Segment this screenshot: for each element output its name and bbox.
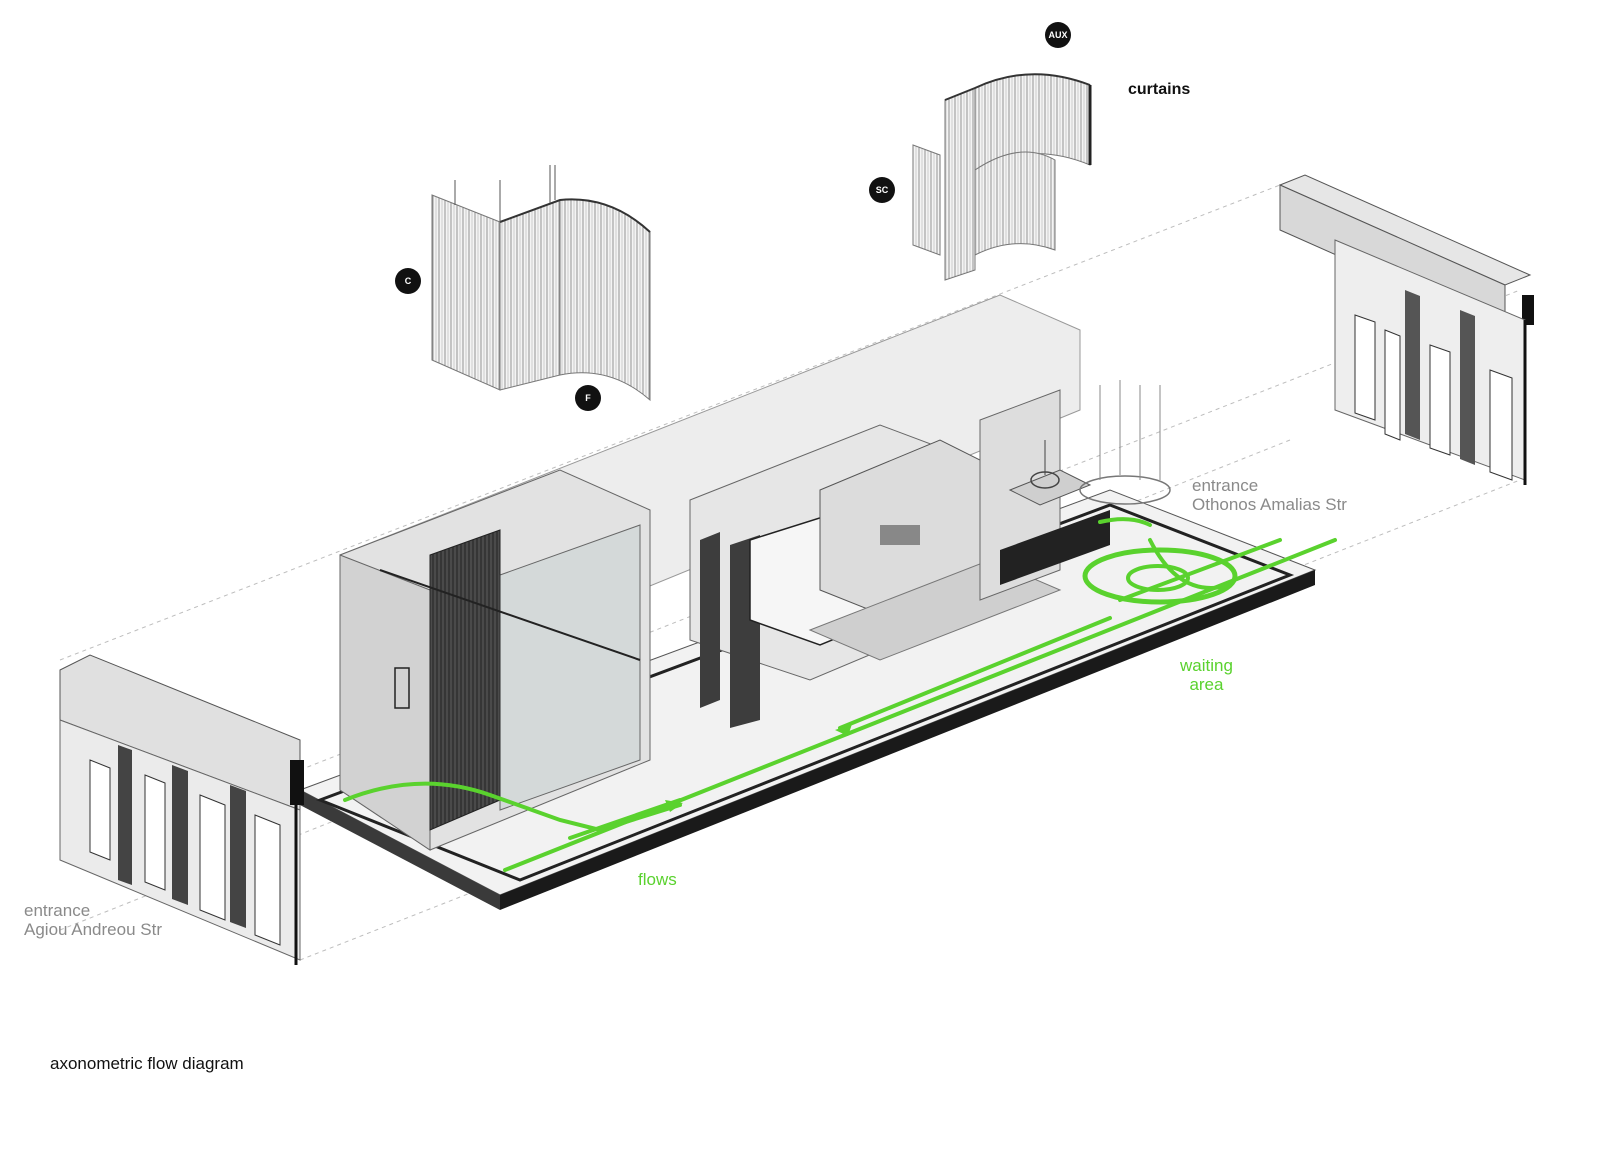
f-badge: F xyxy=(575,385,601,411)
curtain-module-left xyxy=(431,165,651,402)
flow-lines xyxy=(343,517,1337,872)
aux-badge: AUX xyxy=(1045,22,1071,48)
curtain-module-right xyxy=(912,73,1092,281)
curtains-label: curtains xyxy=(1128,81,1191,98)
flow-arrowheads xyxy=(665,724,852,812)
waiting-area-label: waiting area xyxy=(1180,656,1233,694)
flows-label: flows xyxy=(638,870,677,889)
entrance-right-label: entrance Othonos Amalias Str xyxy=(1192,476,1347,514)
entrance-left-label: entrance Agiou Andreou Str xyxy=(24,901,162,939)
right-volume xyxy=(979,380,1171,601)
left-facade xyxy=(59,654,304,965)
right-facade xyxy=(1278,174,1534,485)
left-volume xyxy=(339,469,651,851)
c-badge: C xyxy=(395,268,421,294)
diagram-caption: axonometric flow diagram xyxy=(50,1054,244,1073)
middle-volume xyxy=(689,424,1062,728)
sc-badge: SC xyxy=(869,177,895,203)
